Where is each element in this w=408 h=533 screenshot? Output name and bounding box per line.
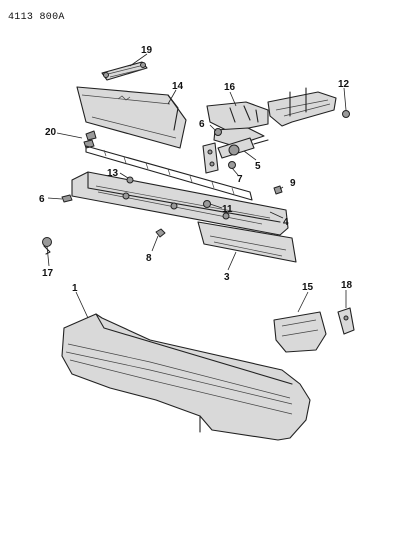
part-8-nut — [155, 228, 166, 238]
part-12-isolator-bracket — [267, 87, 350, 127]
callout-11: 11 — [222, 204, 233, 215]
part-14-panel — [76, 86, 187, 149]
part-6-bolt — [61, 194, 73, 203]
leader-lines — [46, 53, 347, 319]
callout-7: 7 — [237, 174, 243, 185]
part-17-screw — [42, 237, 52, 255]
drawing-reference-code: 4113 800A — [8, 12, 65, 23]
callout-17: 17 — [42, 268, 54, 279]
part-19-bracket — [101, 61, 148, 81]
callout-12: 12 — [338, 79, 350, 90]
part-5-energy-absorber — [217, 137, 269, 159]
callout-6-upper: 6 — [199, 119, 205, 130]
part-18-bracket — [337, 307, 355, 335]
callout-15: 15 — [302, 282, 314, 293]
part-15-end-cap — [273, 311, 327, 353]
part-20-clip — [83, 130, 97, 149]
callout-20: 20 — [45, 127, 57, 138]
callout-8: 8 — [146, 253, 152, 264]
callout-13: 13 — [107, 168, 119, 179]
callout-4: 4 — [283, 217, 289, 228]
part-3-reinforcement — [71, 171, 297, 263]
callout-9: 9 — [290, 178, 296, 189]
part-11-nut — [203, 200, 211, 208]
callout-19: 19 — [141, 45, 153, 56]
part-9-bolt — [273, 185, 283, 195]
callout-1: 1 — [72, 283, 78, 294]
part-16-mount-bracket — [206, 101, 269, 147]
callout-14: 14 — [172, 81, 184, 92]
callout-5: 5 — [255, 161, 261, 172]
callout-18: 18 — [341, 280, 353, 291]
callout-16: 16 — [224, 82, 236, 93]
callout-3: 3 — [224, 272, 230, 283]
callout-labels: 19 14 20 16 12 6 5 7 9 13 11 4 6 8 3 17 … — [39, 45, 353, 294]
part-13-retainer — [126, 176, 134, 184]
part-6-plate — [202, 128, 222, 174]
retainer-strip — [85, 145, 253, 201]
callout-6-lower: 6 — [39, 194, 45, 205]
part-7-bolt — [228, 161, 236, 169]
part-1-fascia — [61, 313, 311, 441]
